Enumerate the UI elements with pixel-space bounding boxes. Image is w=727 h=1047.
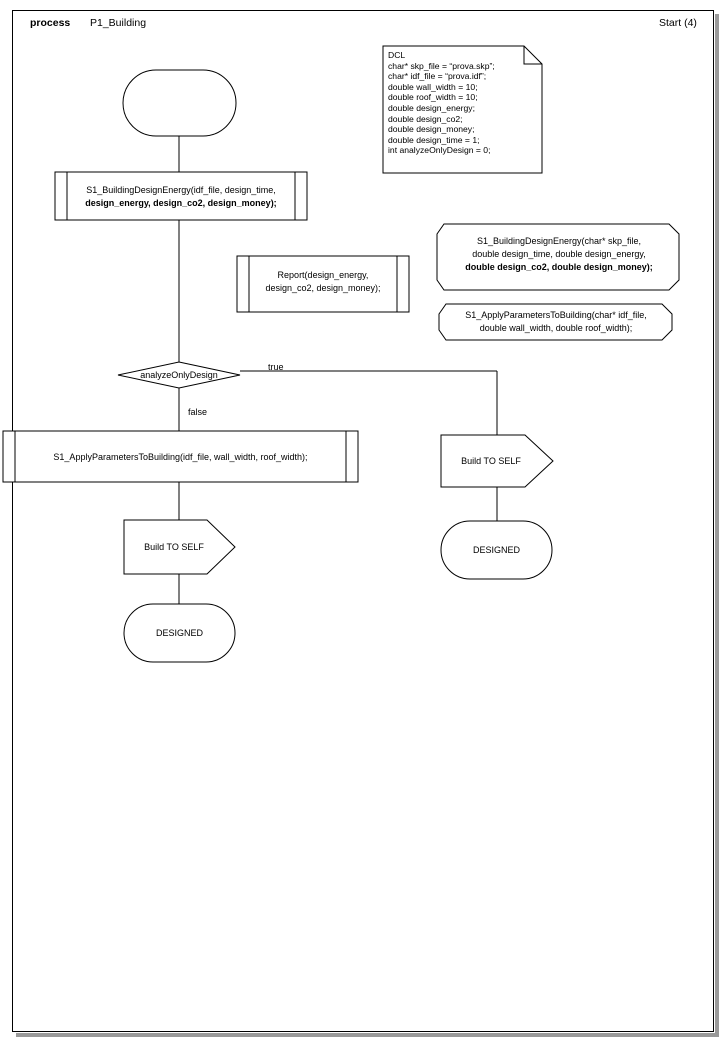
page-shadow-bottom	[16, 1033, 719, 1037]
annotation-2-line-2: double wall_width, double roof_width);	[479, 322, 633, 333]
annotation-building-design-energy-shape	[436, 223, 680, 291]
annotation-1-line-3: double design_co2, double design_money);	[465, 261, 653, 272]
designed-true-label: DESIGNED	[472, 544, 520, 555]
dcl-note-line-10: int analyzeOnlyDesign = 0;	[388, 145, 491, 156]
dcl-note-line-5: double roof_width = 10;	[388, 92, 478, 103]
call-building-design-energy-line-1: S1_BuildingDesignEnergy(idf_file, design…	[86, 184, 276, 195]
call-apply-parameters-line-1: S1_ApplyParametersToBuilding(idf_file, w…	[53, 451, 308, 462]
dcl-note-line-3: char* idf_file = “prova.idf”;	[388, 71, 487, 82]
dcl-note-line-4: double wall_width = 10;	[388, 81, 478, 92]
annotation-apply-parameters-shape	[438, 303, 673, 341]
dcl-note-line-7: double design_co2;	[388, 113, 463, 124]
node-build-to-self-true	[440, 434, 554, 488]
call-report-line-2: design_co2, design_money);	[265, 282, 381, 293]
node-build-to-self-false	[123, 519, 236, 575]
page-title: P1_Building	[90, 17, 147, 29]
page-border	[12, 10, 714, 1032]
node-designed-false	[123, 603, 236, 663]
node-start-terminator	[122, 69, 237, 137]
annotation-2-line-1: S1_ApplyParametersToBuilding(char* idf_f…	[465, 309, 647, 320]
node-dcl-note-fold	[523, 46, 542, 65]
annotation-1-line-1: S1_BuildingDesignEnergy(char* skp_file,	[476, 235, 642, 246]
node-decision-diamond	[117, 361, 241, 389]
decision-label: analyzeOnlyDesign	[140, 369, 218, 380]
node-call-report-outer	[236, 255, 410, 313]
build-to-self-true-label: Build TO SELF	[461, 455, 521, 466]
node-call-building-design-energy-outer	[54, 171, 308, 221]
node-dcl-note	[382, 45, 543, 174]
header-start-label: Start (4)	[659, 17, 697, 29]
build-to-self-false-label: Build TO SELF	[144, 541, 204, 552]
designed-false-label: DESIGNED	[155, 627, 203, 638]
node-call-apply-parameters-outer	[2, 430, 359, 483]
page-shadow-right	[715, 14, 719, 1036]
edge-label-false: false	[188, 407, 208, 417]
dcl-note-line-2: char* skp_file = “prova.skp”;	[388, 60, 495, 71]
dcl-note-line-1: DCL	[388, 50, 406, 60]
node-designed-true	[440, 520, 553, 580]
header-keyword: process	[30, 17, 71, 29]
dcl-note-line-8: double design_money;	[388, 124, 475, 135]
dcl-note-line-9: double design_time = 1;	[388, 134, 480, 145]
call-building-design-energy-line-2: design_energy, design_co2, design_money)…	[85, 197, 277, 208]
annotation-1-line-2: double design_time, double design_energy…	[472, 248, 646, 259]
edge-label-true: true	[268, 362, 284, 372]
call-report-line-1: Report(design_energy,	[277, 269, 369, 280]
dcl-note-line-6: double design_energy;	[388, 103, 475, 113]
